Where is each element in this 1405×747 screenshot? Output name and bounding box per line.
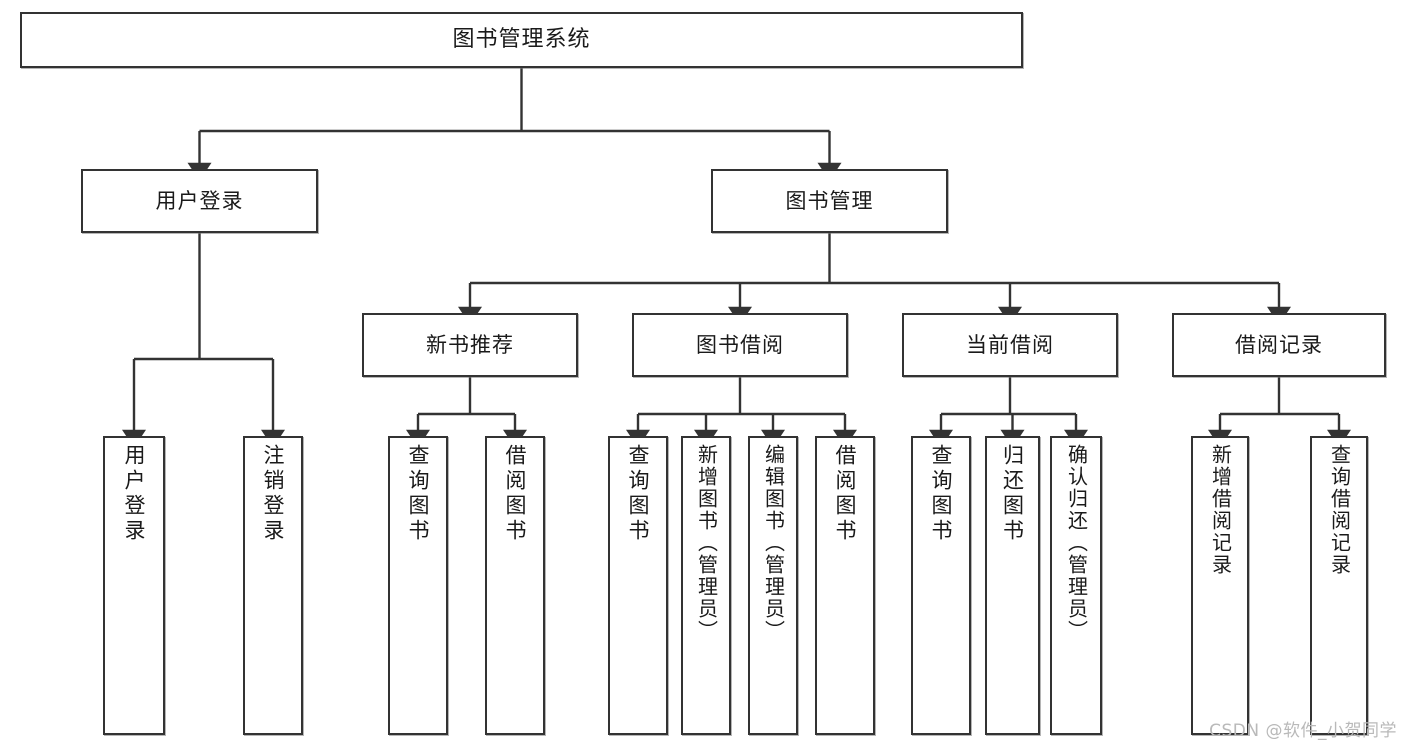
node-label: 新书推荐 — [426, 332, 514, 357]
node-label: 图书管理系统 — [452, 27, 591, 53]
node-l-re-add[interactable]: 新增借阅记录 — [1191, 436, 1249, 735]
node-l-login[interactable]: 用户登录 — [103, 436, 165, 735]
node-borrow[interactable]: 图书借阅 — [632, 313, 848, 377]
node-l-logout[interactable]: 注销登录 — [243, 436, 303, 735]
node-bookmgmt[interactable]: 图书管理 — [711, 169, 948, 233]
node-root[interactable]: 图书管理系统 — [20, 12, 1023, 68]
node-l-bo-add[interactable]: 新增图书（管理员） — [681, 436, 731, 735]
node-label: 新增借阅记录 — [1208, 444, 1233, 576]
node-label: 注销登录 — [261, 444, 286, 544]
node-label: 确认归还（管理员） — [1064, 444, 1089, 642]
node-label: 查询图书 — [626, 444, 651, 544]
node-newbook[interactable]: 新书推荐 — [362, 313, 578, 377]
node-label: 查询图书 — [929, 444, 954, 544]
watermark-label: CSDN @软件_小贺同学 — [1209, 721, 1397, 741]
node-label: 借阅图书 — [833, 444, 858, 544]
node-l-nb-borrow[interactable]: 借阅图书 — [485, 436, 545, 735]
node-label: 编辑图书（管理员） — [761, 444, 786, 642]
node-l-cu-return[interactable]: 归还图书 — [985, 436, 1040, 735]
node-label: 用户登录 — [122, 444, 147, 544]
node-label: 归还图书 — [1000, 444, 1025, 544]
node-label: 图书借阅 — [696, 332, 784, 357]
connector-edges — [122, 68, 1351, 448]
node-login[interactable]: 用户登录 — [81, 169, 318, 233]
node-l-cu-conf[interactable]: 确认归还（管理员） — [1050, 436, 1102, 735]
node-label: 当前借阅 — [966, 332, 1054, 357]
node-label: 用户登录 — [155, 188, 244, 213]
node-label: 查询借阅记录 — [1327, 444, 1352, 576]
node-l-bo-edit[interactable]: 编辑图书（管理员） — [748, 436, 798, 735]
node-l-bo-query[interactable]: 查询图书 — [608, 436, 668, 735]
node-label: 图书管理 — [785, 188, 874, 213]
node-label: 查询图书 — [406, 444, 431, 544]
node-record[interactable]: 借阅记录 — [1172, 313, 1386, 377]
node-label: 借阅图书 — [503, 444, 528, 544]
node-label: 新增图书（管理员） — [694, 444, 719, 642]
node-l-re-query[interactable]: 查询借阅记录 — [1310, 436, 1368, 735]
node-l-bo-borrow[interactable]: 借阅图书 — [815, 436, 875, 735]
node-label: 借阅记录 — [1235, 332, 1323, 357]
node-l-nb-query[interactable]: 查询图书 — [388, 436, 448, 735]
node-current[interactable]: 当前借阅 — [902, 313, 1118, 377]
node-l-cu-query[interactable]: 查询图书 — [911, 436, 971, 735]
